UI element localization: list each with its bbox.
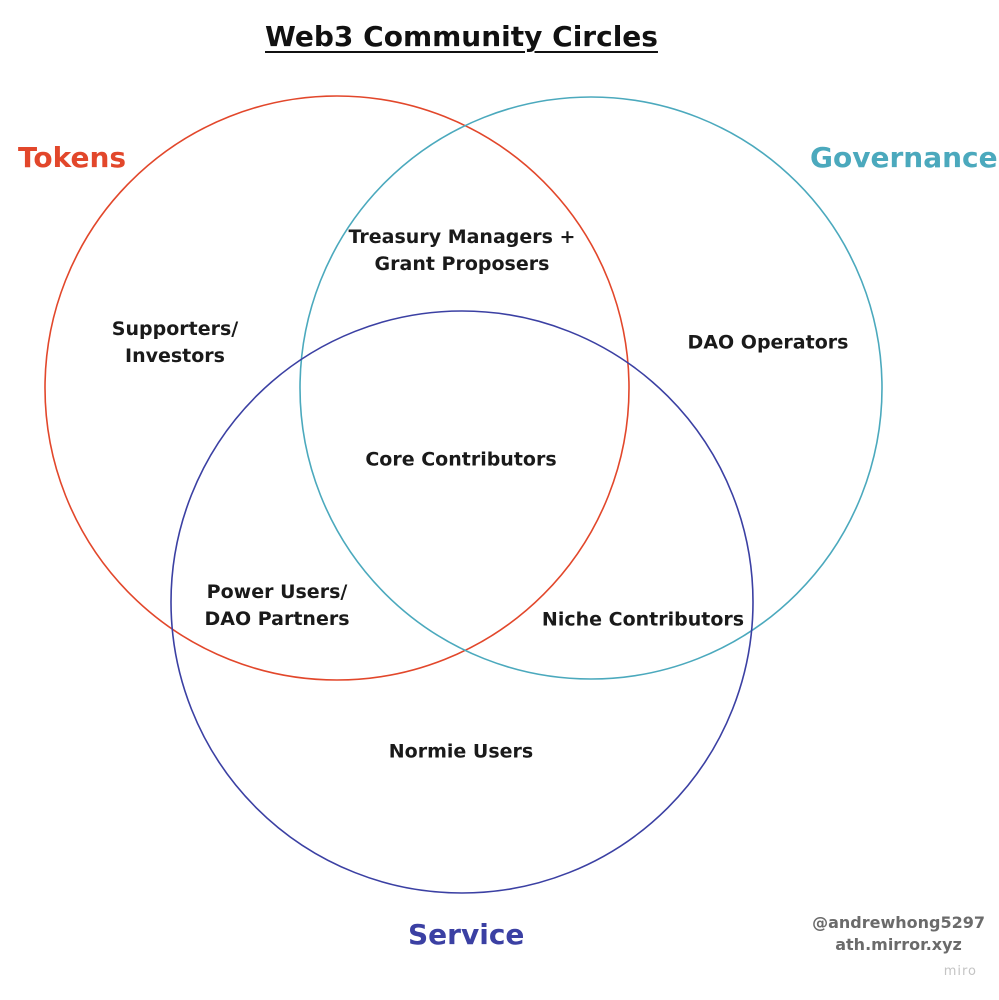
region-governance-service: Niche Contributors xyxy=(542,607,744,634)
miro-watermark: miro xyxy=(943,964,977,979)
governance-label: Governance xyxy=(810,141,998,174)
region-tokens-only-line-2: Investors xyxy=(125,345,225,367)
region-tokens-service: Power Users/ DAO Partners xyxy=(204,579,349,633)
service-label: Service xyxy=(408,918,525,951)
region-governance-only: DAO Operators xyxy=(688,330,849,357)
region-tokens-service-line-1: Power Users/ xyxy=(206,581,348,603)
region-tokens-governance-line-2: Grant Proposers xyxy=(374,253,550,275)
region-tokens-governance-line-1: Treasury Managers + xyxy=(348,226,576,248)
region-core-line-1: Core Contributors xyxy=(365,448,557,471)
region-tokens-only-line-1: Supporters/ xyxy=(111,318,239,340)
region-core: Core Contributors xyxy=(365,447,556,474)
region-tokens-only: Supporters/ Investors xyxy=(112,316,238,370)
author-credit: @andrewhong5297 ath.mirror.xyz xyxy=(812,912,985,956)
region-governance-only-line-1: DAO Operators xyxy=(687,331,849,354)
author-handle: @andrewhong5297 xyxy=(812,913,985,932)
region-service-only-line-1: Normie Users xyxy=(388,740,534,763)
region-tokens-governance: Treasury Managers + Grant Proposers xyxy=(349,224,576,278)
region-governance-service-line-1: Niche Contributors xyxy=(541,608,745,631)
service-circle xyxy=(170,310,754,894)
author-site: ath.mirror.xyz xyxy=(835,935,962,954)
diagram-title: Web3 Community Circles xyxy=(265,20,658,53)
governance-circle xyxy=(299,96,883,680)
region-tokens-service-line-2: DAO Partners xyxy=(204,608,350,630)
region-service-only: Normie Users xyxy=(389,739,533,766)
tokens-circle xyxy=(44,95,630,681)
tokens-label: Tokens xyxy=(18,141,127,174)
